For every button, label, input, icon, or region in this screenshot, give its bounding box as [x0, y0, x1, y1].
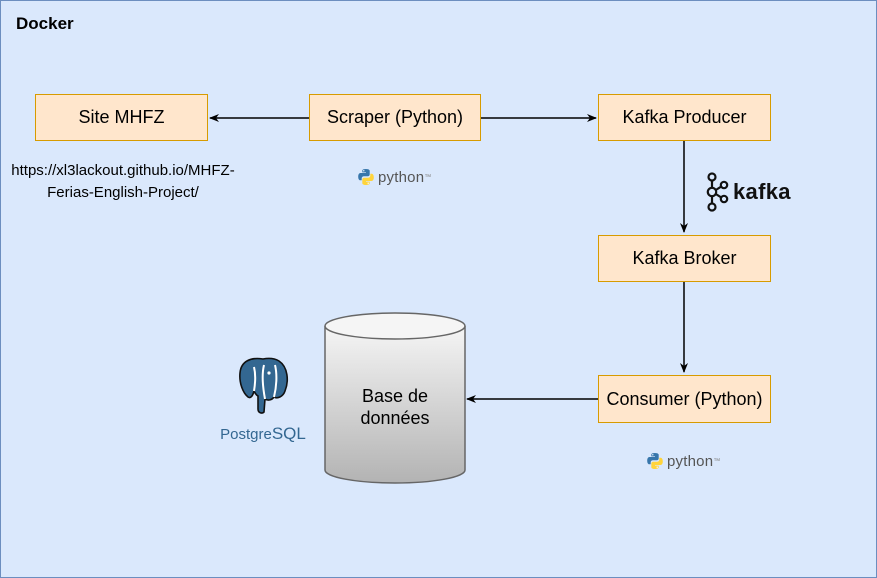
postgresql-text-prefix: Postgre [220, 426, 272, 443]
postgresql-text-suffix: SQL [271, 424, 306, 443]
python-logo-text: python [667, 452, 714, 470]
node-scraper-python[interactable]: Scraper (Python) [309, 94, 481, 141]
python-icon [358, 169, 374, 185]
database-cylinder[interactable] [324, 312, 466, 484]
python-logo-text: python [378, 168, 425, 186]
python-icon [647, 453, 663, 469]
postgresql-logo-text: PostgreSQL [218, 424, 308, 444]
kafka-icon [706, 172, 729, 212]
postgresql-logo: PostgreSQL [218, 355, 308, 444]
kafka-logo: kafka [703, 172, 791, 212]
node-site-mhfz[interactable]: Site MHFZ [35, 94, 208, 141]
node-kafka-broker[interactable]: Kafka Broker [598, 235, 771, 282]
python-trademark: ™ [424, 173, 432, 181]
database-label: Base de données [360, 386, 430, 428]
kafka-logo-text: kafka [733, 179, 791, 204]
python-trademark: ™ [713, 457, 721, 465]
node-kafka-producer[interactable]: Kafka Producer [598, 94, 771, 141]
node-consumer-python[interactable]: Consumer (Python) [598, 375, 771, 423]
docker-container-title: Docker [16, 14, 74, 33]
postgresql-elephant-icon [239, 357, 289, 414]
site-url-label: https://xl3lackout.github.io/MHFZ-Ferias… [11, 162, 235, 201]
